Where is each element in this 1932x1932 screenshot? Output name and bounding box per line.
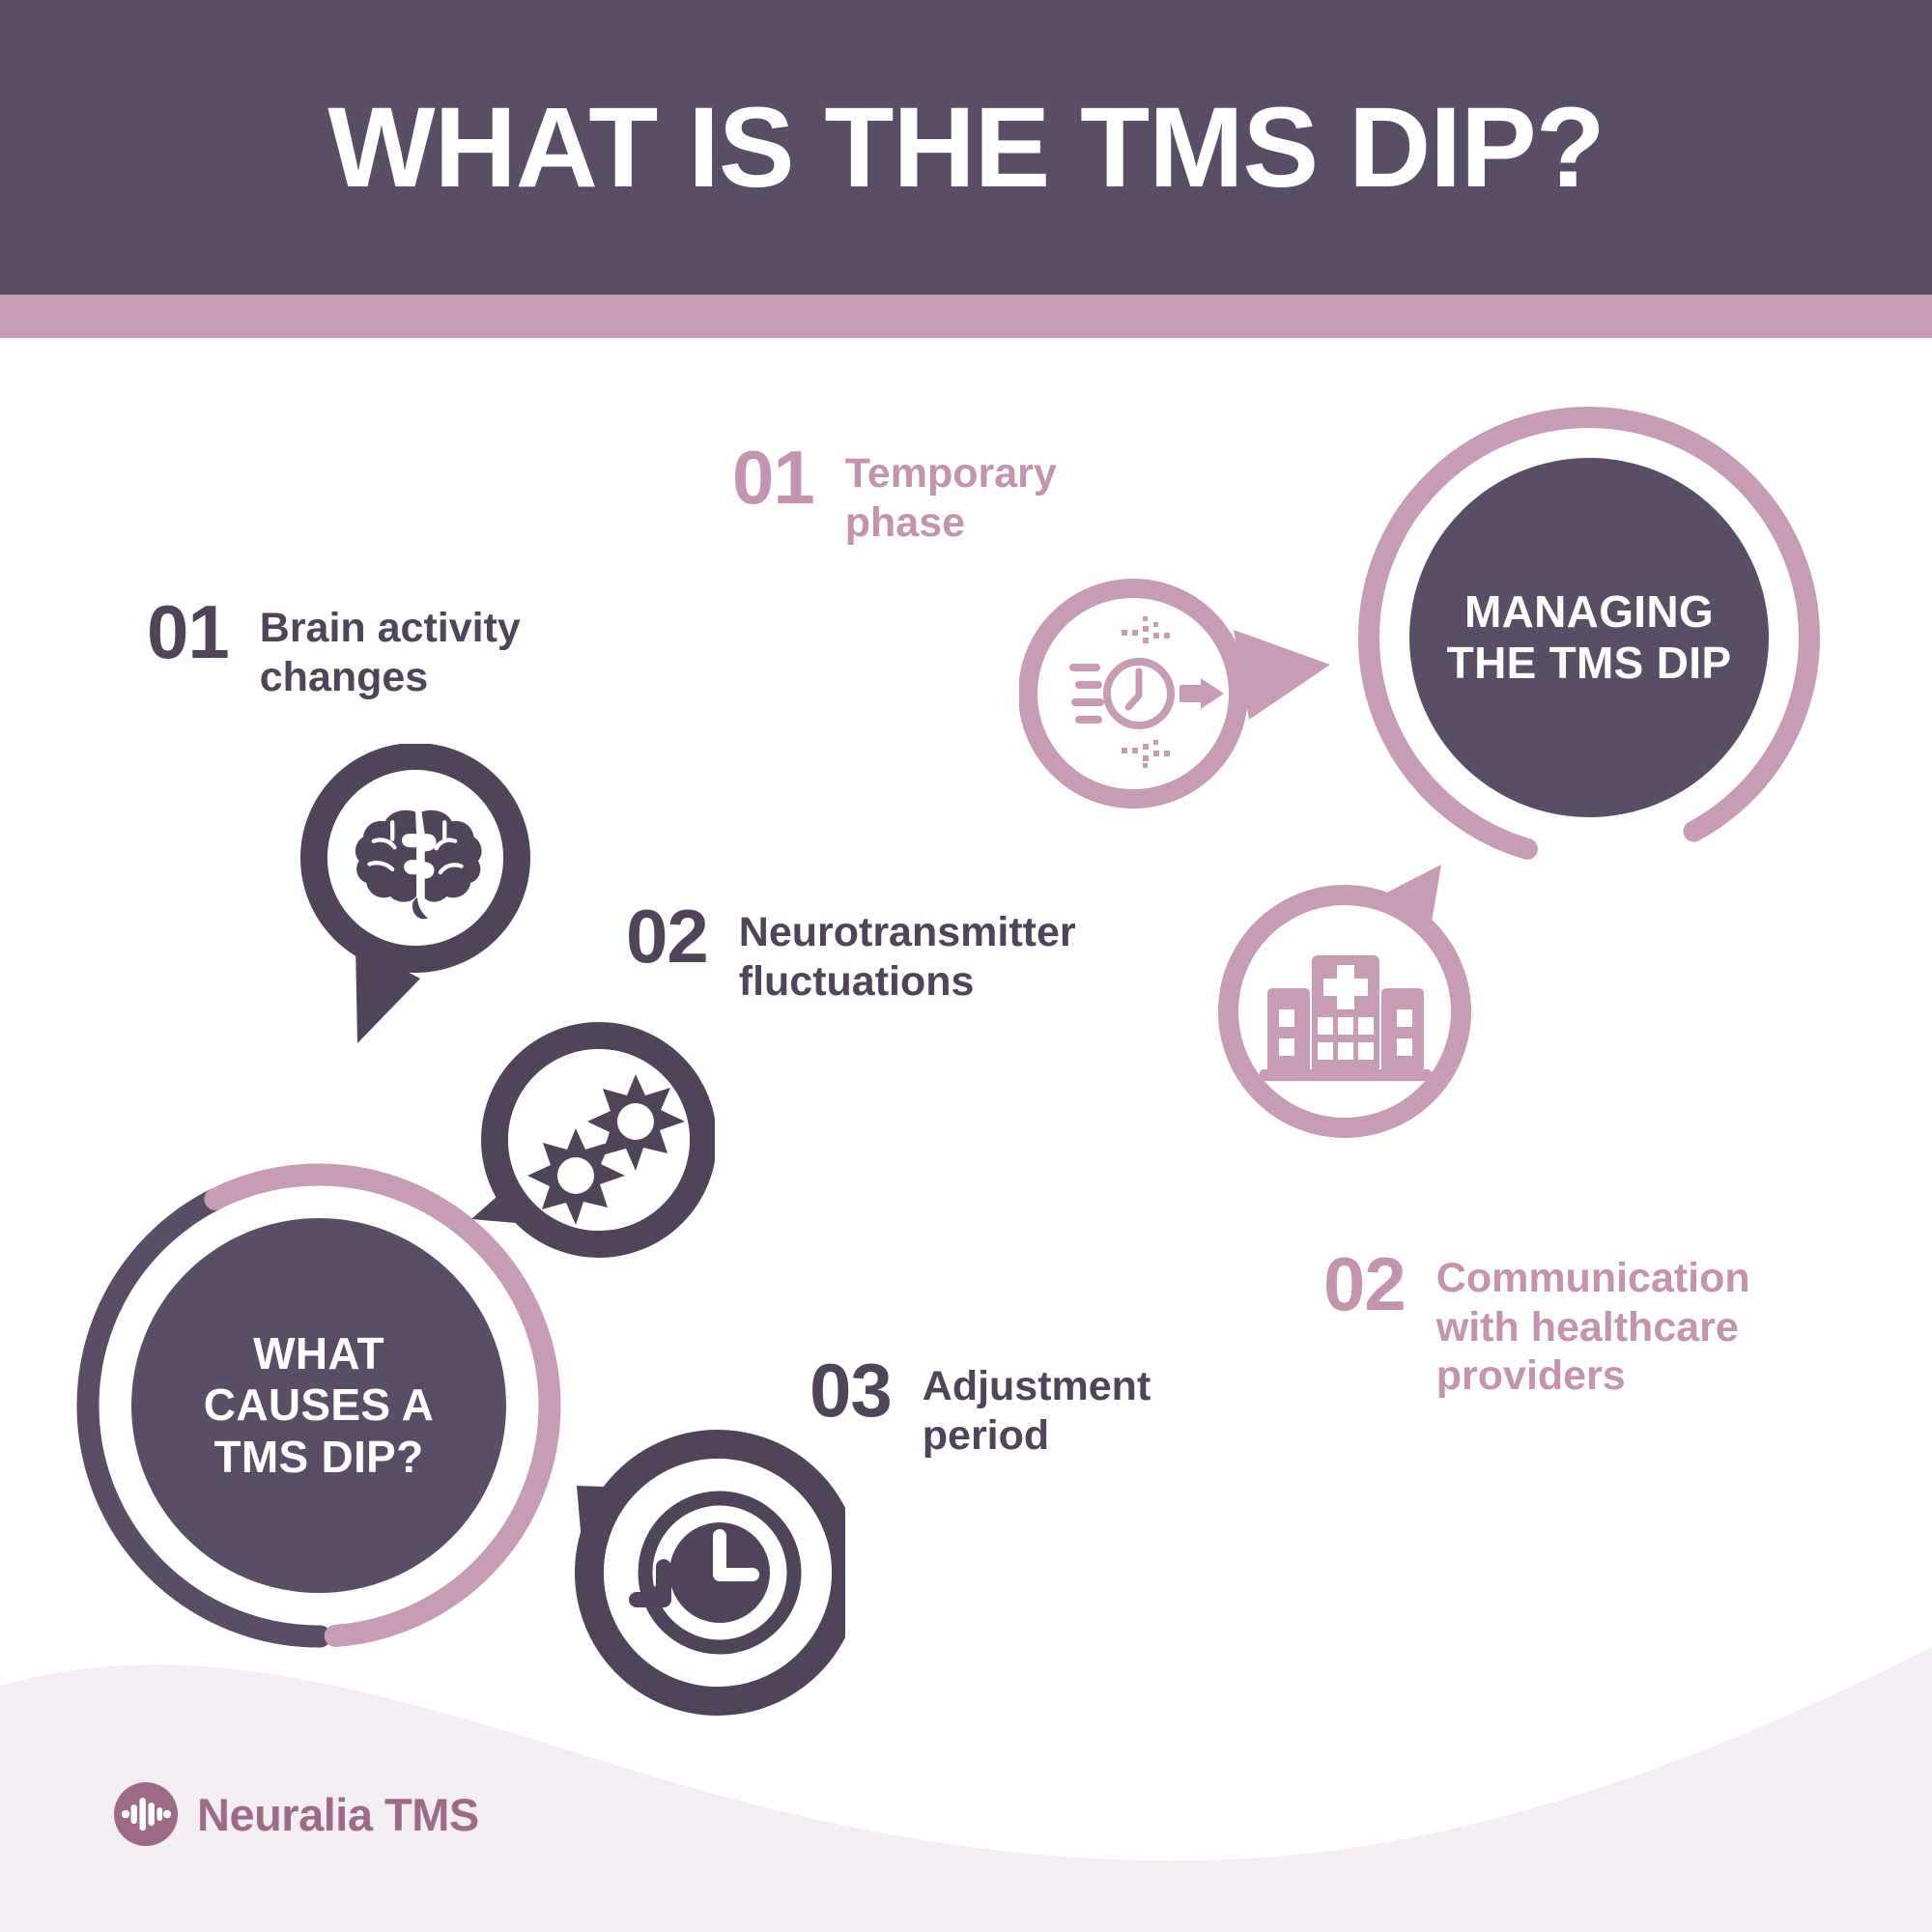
step-cause-02-line1: Neurotransmitter [738,909,1076,955]
step-cause-02: 02 Neurotransmitter fluctuations [626,898,1076,1006]
waveform-circle-logo-icon [114,1782,178,1846]
step-cause-03-text: Adjustment period [923,1362,1151,1460]
step-cause-01-line1: Brain activity [259,605,521,651]
bubble-neurotransmitter[interactable] [464,995,715,1285]
neuron-spark-icon [471,1022,715,1258]
step-cause-03-line1: Adjustment [922,1363,1151,1409]
page-title: WHAT IS THE TMS DIP? [327,83,1605,212]
step-cause-03-line2: period [922,1411,1050,1459]
step-managing-02-line2: with healthcare [1435,1303,1739,1350]
clock-rotate-icon [575,1430,845,1716]
step-managing-01: 01 Temporary phase [732,440,1057,547]
brain-icon [300,744,530,1043]
hospital-icon [1218,865,1471,1138]
step-cause-01-text: Brain activity changes [260,604,521,701]
step-managing-02-line3: providers [1435,1352,1626,1400]
step-managing-02-number: 02 [1323,1241,1406,1326]
step-managing-02-text: Communication with healthcare providers [1436,1254,1750,1401]
hub-managing-ring [1358,407,1820,868]
step-cause-02-line2: fluctuations [738,957,975,1005]
step-cause-02-text: Neurotransmitter fluctuations [739,908,1076,1006]
step-cause-01: 01 Brain activity changes [147,594,521,701]
step-managing-01-line2: phase [844,498,966,546]
step-managing-01-line1: Temporary [844,450,1057,497]
header-accent-bar [0,295,1932,338]
hub-managing-the-tms-dip[interactable]: MANAGING THE TMS DIP [1352,401,1826,874]
step-managing-01-text: Temporary phase [845,449,1057,547]
bubble-temporary-phase[interactable] [1019,570,1338,821]
step-cause-03: 03 Adjustment period [810,1352,1151,1460]
bubble-healthcare-providers[interactable] [1217,865,1507,1154]
step-cause-01-line2: changes [259,653,429,700]
bubble-adjustment-period[interactable] [575,1430,845,1719]
bottom-wave-decoration [0,1647,1932,1932]
footer-brand[interactable]: Neuralia TMS [114,1782,479,1846]
step-cause-03-number: 03 [810,1348,893,1433]
footer-brand-name: Neuralia TMS [197,1788,479,1840]
step-managing-02: 02 Communication with healthcare provide… [1323,1246,1750,1401]
step-cause-02-number: 02 [626,894,709,979]
header-banner: WHAT IS THE TMS DIP? [0,0,1932,295]
clock-arrow-icon [1019,579,1330,809]
bubble-brain[interactable] [290,744,541,1063]
step-cause-01-number: 01 [147,589,230,674]
hub-causes-ring [76,1163,561,1648]
step-managing-02-line1: Communication [1435,1255,1750,1301]
step-managing-01-number: 01 [732,435,815,520]
